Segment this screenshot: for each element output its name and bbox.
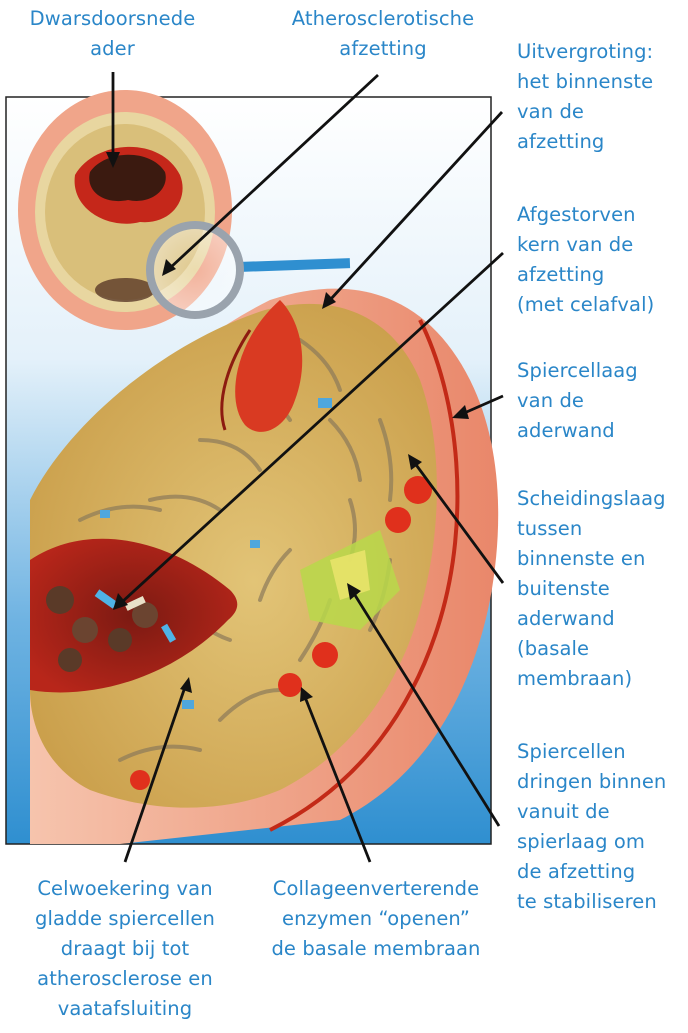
label-proliferation: Celwoekering van gladde spiercellen draa…: [0, 874, 250, 1024]
label-plaque: Atherosclerotische afzetting: [268, 4, 498, 64]
label-muscle-layer: Spiercellaag van de aderwand: [517, 356, 685, 446]
label-magnification: Uitvergroting: het binnenste van de afze…: [517, 37, 685, 157]
label-cross-section: Dwarsdoorsnede ader: [5, 4, 220, 64]
label-muscle-cells-invade: Spiercellen dringen binnen vanuit de spi…: [517, 737, 685, 917]
label-enzymes: Collageenverterende enzymen “openen” de …: [252, 874, 500, 964]
label-basal-membrane: Scheidingslaag tussen binnenste en buite…: [517, 484, 685, 694]
label-necrotic-core: Afgestorven kern van de afzetting (met c…: [517, 200, 685, 320]
